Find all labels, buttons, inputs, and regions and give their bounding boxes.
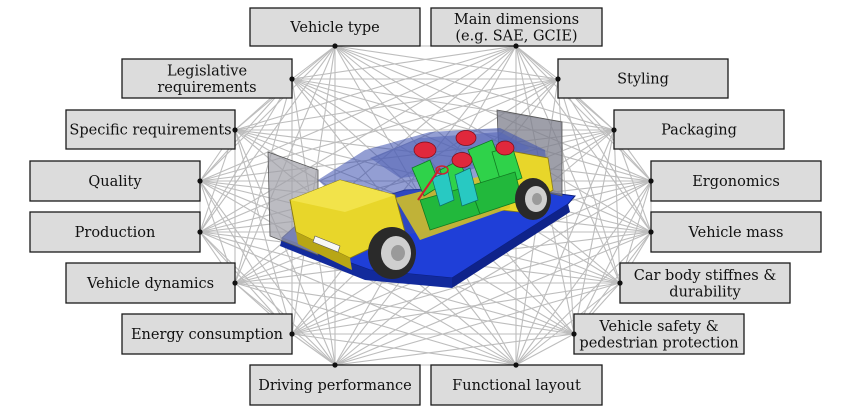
node-label-energy-consumption: Energy consumption xyxy=(131,327,283,343)
node-label-main-dimensions-line2: (e.g. SAE, GCIE) xyxy=(455,28,577,44)
node-box-legislative-requirements xyxy=(121,58,293,99)
anchor-dot-styling xyxy=(555,76,561,82)
node-label-styling: Styling xyxy=(617,72,669,88)
connector-vehicle-type-styling xyxy=(334,45,559,80)
node-label-production: Production xyxy=(75,225,156,241)
anchor-dot-vehicle-safety xyxy=(571,331,577,337)
connector-vehicle-mass-functional-layout xyxy=(515,231,652,366)
node-box-functional-layout xyxy=(430,364,603,406)
node-label-quality: Quality xyxy=(88,174,142,190)
front-wheel-icon xyxy=(368,227,416,279)
node-main-dimensions: Main dimensions(e.g. SAE, GCIE) xyxy=(430,7,603,49)
connector-car-body-stiffness-energy-consumption xyxy=(291,282,621,335)
anchor-dot-legislative-requirements xyxy=(289,76,295,82)
anchor-dot-specific-requirements xyxy=(232,127,238,133)
node-box-production xyxy=(29,211,201,253)
node-label-vehicle-safety-line1: Vehicle safety & xyxy=(598,319,718,335)
connector-production-driving-performance xyxy=(199,231,336,366)
node-car-body-stiffness: Car body stiffnes &durability xyxy=(617,262,791,304)
node-box-energy-consumption xyxy=(121,313,293,355)
connector-packaging-car-body-stiffness xyxy=(613,129,621,284)
node-quality: Quality xyxy=(29,160,203,202)
connector-vehicle-mass-driving-performance xyxy=(334,231,652,366)
anchor-dot-main-dimensions xyxy=(513,43,519,49)
connector-main-dimensions-quality xyxy=(199,45,517,182)
node-label-functional-layout: Functional layout xyxy=(452,378,581,394)
node-label-legislative-requirements-line1: Legislative xyxy=(167,63,247,79)
node-label-vehicle-dynamics: Vehicle dynamics xyxy=(86,276,214,292)
connector-vehicle-type-quality xyxy=(199,45,336,182)
connector-main-dimensions-vehicle-mass xyxy=(515,45,652,233)
node-vehicle-mass: Vehicle mass xyxy=(648,211,822,253)
node-label-car-body-stiffness-line1: Car body stiffnes & xyxy=(634,268,777,284)
connector-styling-specific-requirements xyxy=(234,78,559,131)
anchor-dot-packaging xyxy=(611,127,617,133)
connector-production-functional-layout xyxy=(199,231,517,366)
node-production: Production xyxy=(29,211,203,253)
node-box-quality xyxy=(29,160,201,202)
connector-energy-consumption-driving-performance xyxy=(291,333,336,366)
connector-car-body-stiffness-functional-layout xyxy=(515,282,621,366)
node-label-vehicle-safety-line2: pedestrian protection xyxy=(579,335,738,351)
node-box-main-dimensions xyxy=(430,7,603,47)
node-styling: Styling xyxy=(555,58,729,99)
connector-vehicle-dynamics-vehicle-safety xyxy=(234,282,575,335)
connector-quality-energy-consumption xyxy=(199,180,293,335)
node-label-specific-requirements: Specific requirements xyxy=(69,123,231,139)
node-box-vehicle-safety xyxy=(573,313,745,355)
anchor-dot-quality xyxy=(197,178,203,184)
anchor-dot-energy-consumption xyxy=(289,331,295,337)
anchor-dot-car-body-stiffness xyxy=(617,280,623,286)
node-label-vehicle-mass: Vehicle mass xyxy=(688,225,784,241)
node-layer: Vehicle type Main dimensions(e.g. SAE, GC… xyxy=(29,7,822,406)
node-label-legislative-requirements-line2: requirements xyxy=(157,80,256,96)
node-functional-layout: Functional layout xyxy=(430,362,603,406)
node-box-styling xyxy=(557,58,729,99)
node-box-car-body-stiffness xyxy=(619,262,791,304)
node-vehicle-dynamics: Vehicle dynamics xyxy=(65,262,238,304)
node-box-vehicle-type xyxy=(249,7,421,47)
node-label-packaging: Packaging xyxy=(661,123,737,139)
node-driving-performance: Driving performance xyxy=(249,362,421,406)
node-label-car-body-stiffness-line2: durability xyxy=(669,284,741,300)
anchor-dot-vehicle-mass xyxy=(648,229,654,235)
node-vehicle-safety: Vehicle safety &pedestrian protection xyxy=(571,313,745,355)
connector-car-body-stiffness-driving-performance xyxy=(334,282,621,366)
node-label-driving-performance: Driving performance xyxy=(258,378,412,394)
node-ergonomics: Ergonomics xyxy=(648,160,822,202)
rear-wheel-icon xyxy=(515,178,551,220)
node-label-ergonomics: Ergonomics xyxy=(692,174,780,190)
connector-main-dimensions-legislative-requirements xyxy=(291,45,517,80)
connector-energy-consumption-functional-layout xyxy=(291,333,517,366)
node-box-specific-requirements xyxy=(65,109,236,150)
connector-packaging-functional-layout xyxy=(515,129,615,366)
anchor-dot-functional-layout xyxy=(513,362,519,368)
connector-vehicle-type-production xyxy=(199,45,336,233)
anchor-dot-vehicle-type xyxy=(332,43,338,49)
node-vehicle-type: Vehicle type xyxy=(249,7,421,49)
anchor-dot-ergonomics xyxy=(648,178,654,184)
connector-vehicle-dynamics-functional-layout xyxy=(234,282,517,366)
node-box-vehicle-mass xyxy=(650,211,822,253)
connector-vehicle-safety-driving-performance xyxy=(334,333,575,366)
anchor-dot-production xyxy=(197,229,203,235)
node-label-vehicle-type: Vehicle type xyxy=(289,20,380,36)
node-packaging: Packaging xyxy=(611,109,785,150)
node-label-main-dimensions-line1: Main dimensions xyxy=(454,12,579,28)
connector-vehicle-safety-functional-layout xyxy=(515,333,575,366)
connector-vehicle-type-packaging xyxy=(334,45,615,131)
connector-styling-vehicle-mass xyxy=(557,78,652,233)
node-energy-consumption: Energy consumption xyxy=(121,313,295,355)
anchor-dot-driving-performance xyxy=(332,362,338,368)
node-box-packaging xyxy=(613,109,785,150)
car-package-model-icon xyxy=(267,109,576,288)
connector-main-dimensions-ergonomics xyxy=(515,45,652,182)
anchor-dot-vehicle-dynamics xyxy=(232,280,238,286)
node-specific-requirements: Specific requirements xyxy=(65,109,238,150)
connector-vehicle-type-ergonomics xyxy=(334,45,652,182)
node-box-ergonomics xyxy=(650,160,822,202)
